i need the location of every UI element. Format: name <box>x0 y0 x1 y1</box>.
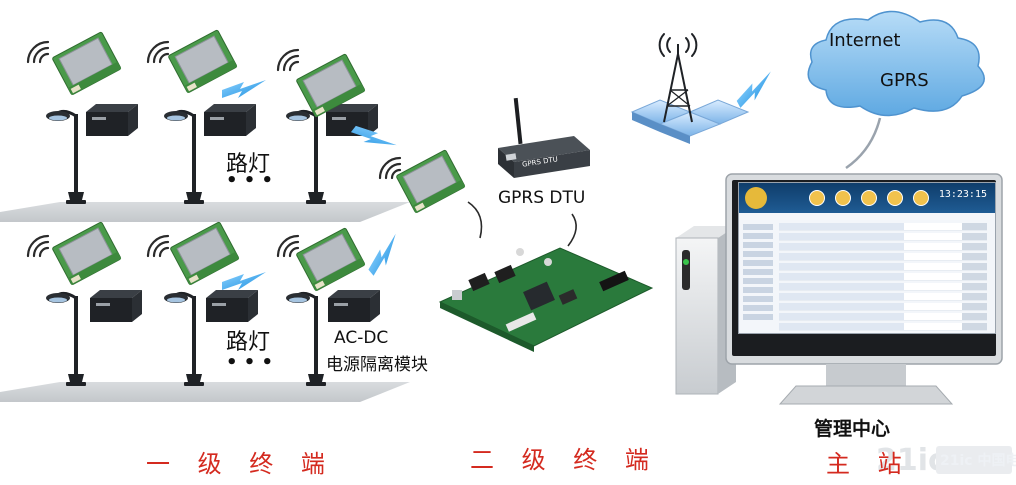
gprs-dtu-label: GPRS DTU <box>498 188 586 208</box>
acdc-label: AC-DC <box>334 328 389 348</box>
acdc-power-module-icon <box>206 290 258 322</box>
controller-pcb-board <box>438 247 654 352</box>
internet-cloud <box>807 10 985 117</box>
dtu-cable <box>467 201 483 239</box>
base-station-tower <box>630 44 750 144</box>
wifi-signal-icon <box>26 234 50 258</box>
wireless-link-bolt-icon <box>222 80 266 98</box>
dtu-cable <box>567 213 577 247</box>
wireless-module-icon <box>51 31 122 96</box>
street-lamp-icon <box>44 109 88 206</box>
street-light-label-top: 路灯 <box>226 152 271 177</box>
wifi-signal-icon <box>26 40 50 64</box>
street-light-row-top <box>0 29 410 222</box>
wifi-signal-icon <box>276 48 300 72</box>
street-lamp-icon <box>284 291 328 388</box>
wireless-module-icon <box>167 29 238 94</box>
nav-icon <box>887 190 903 206</box>
acdc-desc-label: 电源隔离模块 <box>326 355 428 375</box>
acdc-power-module-icon <box>204 104 256 136</box>
watermark-text: 21ic 中国电子网 <box>940 453 1016 469</box>
gprs-dtu-device <box>498 97 590 178</box>
ellipsis-bottom: • • • <box>226 352 274 373</box>
wifi-signal-icon <box>146 234 170 258</box>
nav-icon <box>835 190 851 206</box>
nav-icon <box>913 190 929 206</box>
wifi-signal-icon <box>146 40 170 64</box>
gprs-label: GPRS <box>880 70 929 91</box>
screen-header-bar: 13:23:15 <box>739 183 995 213</box>
screen-sidebar <box>743 221 773 323</box>
management-center-label: 管理中心 <box>814 418 891 440</box>
tower-signal-icon <box>658 33 698 57</box>
internet-label: Internet <box>829 30 901 51</box>
street-light-row-bottom <box>0 221 410 402</box>
wireless-link-bolt-icon <box>222 272 266 290</box>
wireless-module-icon <box>51 221 122 286</box>
watermark-logo: 21ic <box>876 443 1012 478</box>
screen-clock: 13:23:15 <box>938 189 987 200</box>
street-lamp-icon <box>44 291 88 388</box>
screen-table <box>779 221 987 333</box>
tier-level-two-label: 二 级 终 端 <box>470 446 659 474</box>
wifi-signal-icon <box>276 234 300 258</box>
wireless-module-icon <box>295 227 366 292</box>
tier-master-station-label: 主 站 <box>826 450 912 478</box>
shelf-top <box>0 202 410 222</box>
relay-wireless-module-icon <box>395 149 466 214</box>
acdc-power-module-icon <box>86 104 138 136</box>
acdc-power-module-icon <box>328 290 380 322</box>
ellipsis-top: • • • <box>226 170 274 191</box>
shelf-bottom <box>0 382 410 402</box>
street-lamp-icon <box>162 291 206 388</box>
wireless-module-icon <box>169 221 240 286</box>
nav-icon <box>809 190 825 206</box>
gprs-link-bolt-icon <box>732 71 780 108</box>
street-lamp-icon <box>162 109 206 206</box>
wireless-link-bolt-icon <box>362 233 408 276</box>
street-lamp-icon <box>284 109 328 206</box>
acdc-power-module-icon <box>90 290 142 322</box>
svg-text:21ic: 21ic <box>876 443 946 478</box>
street-light-label-bottom: 路灯 <box>226 330 271 355</box>
tier-level-one-label: 一 级 终 端 <box>146 450 335 478</box>
monitor-screen: 13:23:15 <box>738 182 996 334</box>
network-cable <box>845 117 882 170</box>
nav-icon <box>861 190 877 206</box>
emblem-icon <box>745 187 767 209</box>
